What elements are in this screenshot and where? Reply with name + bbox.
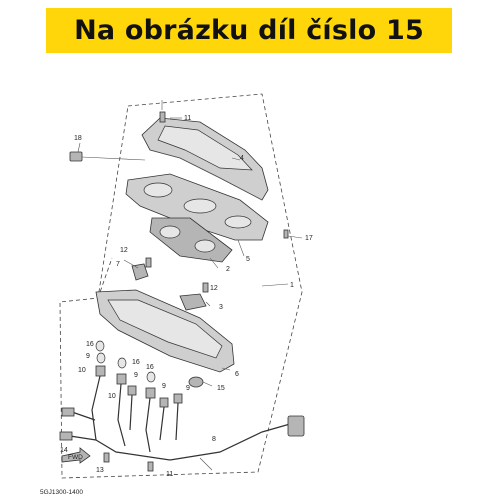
callout-6: 6 bbox=[235, 371, 239, 378]
screw-part bbox=[159, 100, 166, 123]
callout-10-b: 10 bbox=[108, 393, 116, 400]
callout-15: 15 bbox=[217, 385, 225, 392]
callout-12-b: 12 bbox=[210, 285, 218, 292]
bottom-screws bbox=[103, 452, 154, 472]
diagram-code: 5GJ1300-1400 bbox=[40, 489, 83, 496]
callout-4: 4 bbox=[240, 155, 244, 162]
banner-text: Na obrázku díl číslo 15 bbox=[74, 15, 424, 46]
callout-9-b: 9 bbox=[134, 372, 138, 379]
callout-3: 3 bbox=[219, 304, 223, 311]
callout-13: 13 bbox=[96, 467, 104, 474]
fwd-label: FWD bbox=[68, 454, 83, 461]
assembly-outline bbox=[59, 93, 303, 479]
connector-part bbox=[69, 151, 146, 162]
callout-10-a: 10 bbox=[78, 367, 86, 374]
meter-housing-part bbox=[141, 117, 269, 201]
callout-11-a: 11 bbox=[184, 115, 191, 122]
lower-case-part bbox=[95, 289, 235, 373]
callout-7: 7 bbox=[116, 261, 120, 268]
gauge-panel-part bbox=[125, 173, 269, 241]
callout-14: 14 bbox=[60, 447, 68, 454]
callout-9-a: 9 bbox=[86, 353, 90, 360]
lens-part bbox=[149, 217, 233, 263]
callout-12-a: 12 bbox=[120, 247, 128, 254]
callout-9-c: 9 bbox=[162, 383, 166, 390]
callout-labels: 1 2 3 4 5 6 7 8 9 9 9 9 10 10 11 11 12 1… bbox=[60, 115, 313, 478]
bracket-part bbox=[131, 257, 209, 293]
leader-lines bbox=[77, 117, 289, 471]
callout-9-d: 9 bbox=[186, 385, 190, 392]
inner-outline bbox=[97, 257, 113, 299]
callout-11-b: 11 bbox=[166, 471, 173, 478]
callout-5: 5 bbox=[246, 256, 250, 263]
callout-17: 17 bbox=[305, 235, 313, 242]
side-screw-part bbox=[283, 229, 303, 239]
grommet-part bbox=[188, 376, 213, 388]
callout-8: 8 bbox=[212, 436, 216, 443]
mount-part bbox=[179, 293, 207, 311]
fwd-arrow-icon: FWD bbox=[61, 447, 91, 464]
callout-1: 1 bbox=[290, 282, 294, 289]
callout-2: 2 bbox=[226, 266, 230, 273]
callout-18: 18 bbox=[74, 135, 82, 142]
callout-16-a: 16 bbox=[86, 341, 94, 348]
title-banner: Na obrázku díl číslo 15 bbox=[46, 8, 452, 53]
bulb-sockets bbox=[95, 340, 183, 408]
callout-16-b: 16 bbox=[132, 359, 140, 366]
wire-harness-part bbox=[59, 375, 305, 461]
callout-16-c: 16 bbox=[146, 364, 154, 371]
